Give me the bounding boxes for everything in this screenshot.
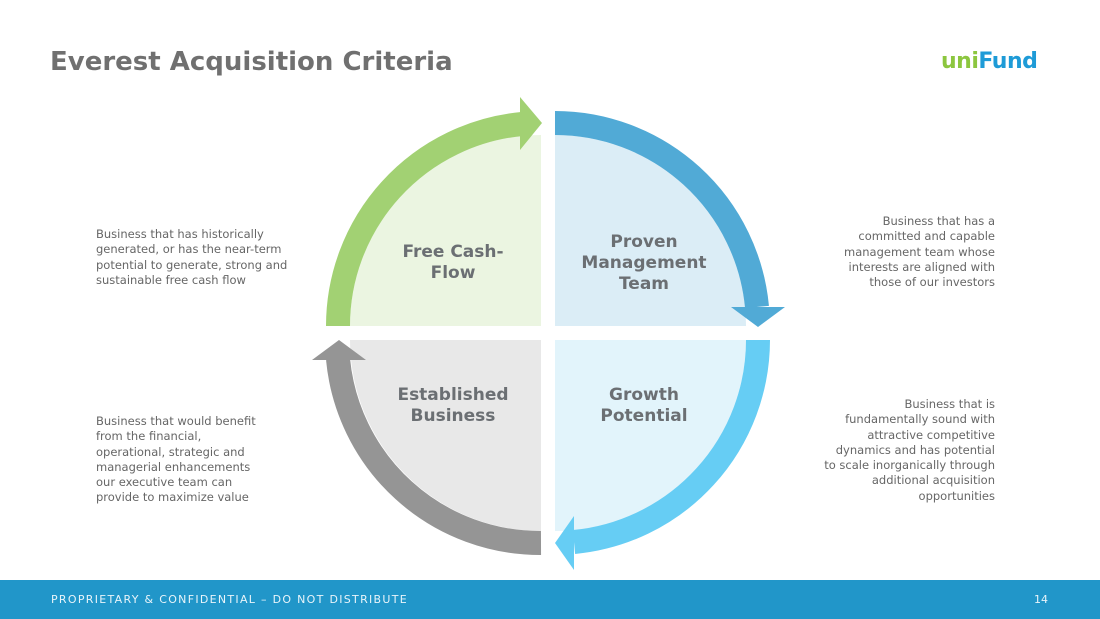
quadrant-label-free-cash-flow: Free Cash- Flow [402,242,504,283]
arrow-growth-potential [555,339,770,570]
quadrant-label-proven-management: Proven Management Team [581,232,707,294]
description-line: those of our investors [869,275,995,290]
description-line: from the financial, [96,429,202,444]
description-line: interests are aligned with [848,259,995,274]
description-line: opportunities [918,488,995,503]
description-line: attractive competitive [867,427,995,442]
unifund-logo: uniFund [941,49,1038,74]
quadrant-label-growth-potential: Growth Potential [600,385,688,426]
page-number: 14 [1034,593,1048,606]
page-title: Everest Acquisition Criteria [50,47,453,77]
quadrant-fill-free-cash-flow [350,135,541,326]
description-line: management team whose [844,244,995,259]
description-line: additional acquisition [871,473,995,488]
footer-bar: PROPRIETARY & CONFIDENTIAL – DO NOT DIST… [0,580,1100,619]
description-line: Business that has historically [96,227,264,241]
confidential-notice: PROPRIETARY & CONFIDENTIAL – DO NOT DIST… [51,593,409,606]
description-line: dynamics and has potential [835,442,995,457]
description-line: potential to generate, strong and [96,257,288,272]
description-line: operational, strategic and [96,444,245,459]
description-line: generated, or has the near-term [96,242,282,257]
quadrant-label-established-business: Established Business [397,385,509,426]
description-line: Business that has a [882,214,995,228]
arrow-proven-management [554,111,785,327]
description-line: Business that would benefit [96,414,256,428]
description-line: our executive team can [96,475,233,490]
quadrant-fill-proven-management [555,135,746,326]
description-line: managerial enhancements [96,459,251,474]
quadrant-fill-established-business [350,340,541,531]
description-line: Business that is [904,397,995,411]
description-line: fundamentally sound with [845,412,995,427]
description-line: committed and capable [858,229,995,244]
description-line: to scale inorganically through [824,458,995,473]
description-line: provide to maximize value [96,490,249,505]
arrow-established-business [312,340,542,556]
description-line: sustainable free cash flow [96,272,246,287]
arrow-free-cash-flow [326,97,542,327]
quadrant-fill-growth-potential [555,340,746,531]
